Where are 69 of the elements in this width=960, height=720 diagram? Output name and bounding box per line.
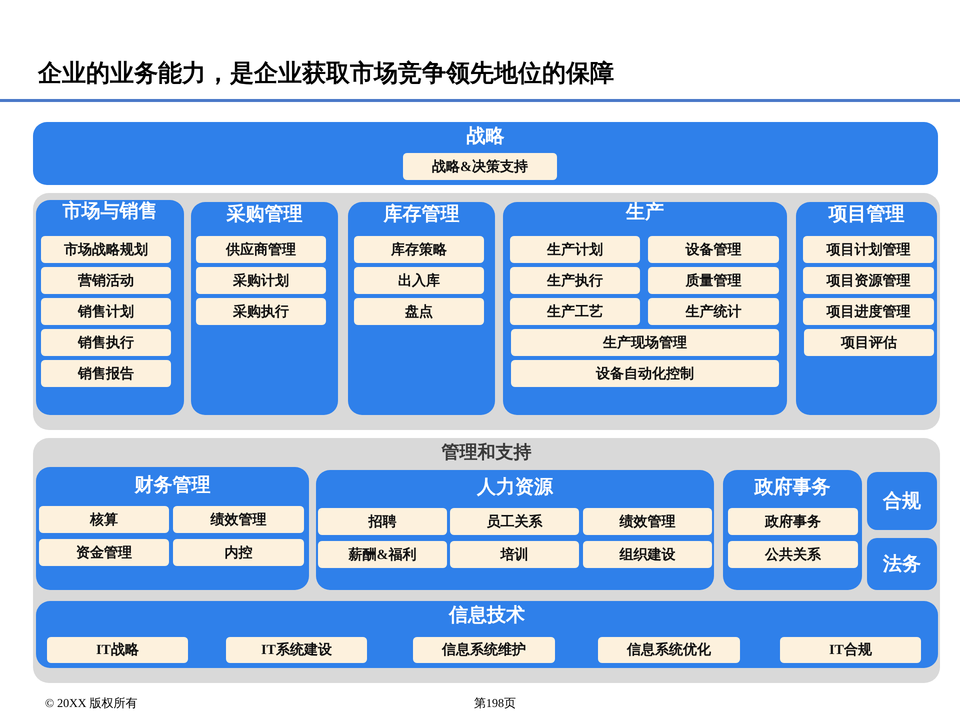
capability-tile: 出入库 [354, 267, 484, 294]
capability-block: 法务 [867, 538, 937, 590]
group-heading: 生产 [626, 202, 664, 223]
capability-tile: 薪酬&福利 [318, 541, 447, 568]
capability-tile: 员工关系 [450, 508, 579, 535]
group-heading: 信息技术 [449, 605, 525, 626]
group-heading: 采购管理 [226, 204, 302, 225]
capability-tile: 生产执行 [510, 267, 640, 294]
capability-group [316, 470, 714, 590]
capability-tile: IT系统建设 [226, 637, 367, 663]
capability-tile: 采购计划 [196, 267, 326, 294]
capability-group [36, 601, 938, 668]
capability-tile: 生产现场管理 [511, 329, 779, 356]
capability-tile: 内控 [173, 539, 304, 566]
capability-tile: 营销活动 [41, 267, 171, 294]
group-heading: 管理和支持 [442, 442, 532, 462]
capability-tile: 战略&决策支持 [403, 153, 557, 180]
capability-tile: 资金管理 [39, 539, 169, 566]
capability-tile: 生产计划 [510, 236, 640, 263]
copyright-notice: © 20XX 版权所有 [45, 696, 138, 710]
capability-tile: 政府事务 [728, 508, 858, 535]
capability-tile: 生产统计 [648, 298, 779, 325]
capability-tile: 项目资源管理 [803, 267, 934, 294]
capability-tile: 设备管理 [648, 236, 779, 263]
capability-group [796, 202, 937, 415]
capability-tile: 培训 [450, 541, 579, 568]
capability-tile: 组织建设 [583, 541, 712, 568]
capability-tile: 销售计划 [41, 298, 171, 325]
capability-tile: 公共关系 [728, 541, 858, 568]
background-panel [33, 193, 940, 430]
capability-group [348, 202, 495, 415]
capability-group [36, 467, 309, 590]
capability-tile: 盘点 [354, 298, 484, 325]
capability-block: 合规 [867, 472, 937, 530]
capability-tile: 项目计划管理 [803, 236, 934, 263]
capability-tile: 销售执行 [41, 329, 171, 356]
page-number: 第198页 [474, 696, 516, 710]
capability-tile: 信息系统维护 [413, 637, 555, 663]
capability-tile: 生产工艺 [510, 298, 640, 325]
capability-tile: 质量管理 [648, 267, 779, 294]
capability-tile: 信息系统优化 [598, 637, 740, 663]
group-heading: 项目管理 [828, 204, 904, 225]
capability-tile: 绩效管理 [583, 508, 712, 535]
capability-tile: 绩效管理 [173, 506, 304, 533]
capability-tile: IT战略 [47, 637, 188, 663]
capability-tile: 设备自动化控制 [511, 360, 779, 387]
capability-group [503, 202, 787, 415]
group-heading: 战略 [466, 126, 504, 147]
group-heading: 人力资源 [477, 477, 553, 498]
capability-tile: IT合规 [780, 637, 921, 663]
capability-group [36, 200, 184, 415]
slide-title: 企业的业务能力，是企业获取市场竞争领先地位的保障 [38, 60, 614, 89]
capability-tile: 核算 [39, 506, 169, 533]
capability-tile: 供应商管理 [196, 236, 326, 263]
capability-group [723, 470, 862, 590]
capability-tile: 库存策略 [354, 236, 484, 263]
capability-group [33, 122, 938, 185]
group-heading: 市场与销售 [62, 201, 158, 222]
capability-tile: 招聘 [318, 508, 447, 535]
group-heading: 政府事务 [754, 477, 830, 498]
capability-tile: 市场战略规划 [41, 236, 171, 263]
capability-group [191, 202, 338, 415]
capability-tile: 项目进度管理 [803, 298, 934, 325]
capability-tile: 项目评估 [804, 329, 934, 356]
capability-tile: 销售报告 [41, 360, 171, 387]
capability-tile: 采购执行 [196, 298, 326, 325]
group-heading: 库存管理 [384, 204, 460, 225]
background-panel [33, 438, 940, 683]
group-heading: 财务管理 [134, 475, 210, 496]
